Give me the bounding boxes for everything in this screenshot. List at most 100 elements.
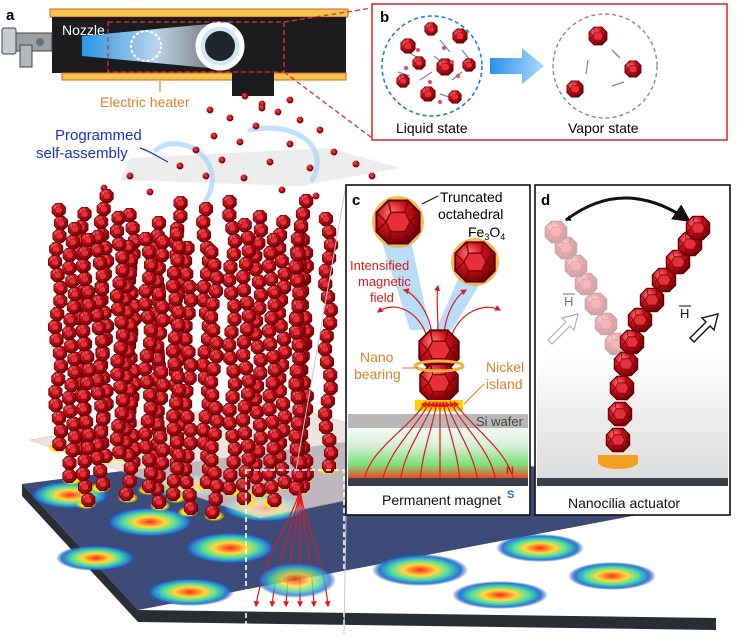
spray-droplet — [368, 172, 376, 180]
pillar-particle — [52, 228, 67, 244]
pillar-particle — [183, 292, 199, 308]
pillar-particle — [80, 349, 95, 365]
pillar-particle — [114, 314, 129, 330]
pillar-particle — [267, 297, 282, 313]
cilium-particle — [619, 329, 645, 355]
pillar-particle — [166, 486, 181, 502]
pillar-particle — [95, 281, 110, 297]
si-wafer-label: Si wafer — [476, 414, 524, 429]
actuation-arc-arrow — [565, 196, 691, 223]
field-arrow-left — [547, 313, 579, 345]
heater-label: Electric heater — [100, 94, 190, 110]
pillar-particle — [143, 322, 158, 338]
pillar-particle — [62, 260, 77, 276]
pillar-particle — [265, 414, 280, 430]
pillar-particle — [76, 388, 91, 404]
pillar-particle — [318, 419, 334, 435]
pillar-particle — [169, 395, 184, 411]
pillar-particle — [225, 428, 240, 444]
pillar-particle — [204, 452, 219, 468]
actuator-caption: Nanocilia actuator — [568, 495, 680, 511]
pillar-particle — [236, 490, 251, 506]
assembly-streams — [153, 125, 320, 203]
panel-d-letter: d — [541, 192, 550, 209]
pillar-particle — [226, 246, 241, 262]
pillar-particle — [96, 201, 111, 217]
pillar-particle — [138, 439, 153, 455]
pillar-particle — [137, 361, 153, 377]
pillar-particle — [222, 194, 237, 210]
magnet-field-lines — [363, 400, 515, 483]
pillar-particle — [65, 273, 80, 289]
central-pillar-particle — [292, 350, 308, 366]
assembly-label-line2: self-assembly — [36, 145, 128, 162]
pillar-particle — [276, 396, 291, 412]
pillar-particle — [321, 289, 336, 305]
pillar-particle — [252, 482, 267, 498]
pillar-particle — [236, 347, 251, 363]
pillar-particle — [179, 266, 194, 282]
pillar-particle — [62, 390, 77, 406]
pillar-particle — [262, 323, 277, 339]
pillar-particle — [138, 283, 153, 299]
pillar-particle — [319, 328, 334, 344]
pillar-particle — [143, 257, 159, 273]
pillar-particle — [252, 209, 267, 225]
pillar-particle — [206, 361, 221, 377]
pillar-particle — [154, 455, 169, 471]
pillar-particle — [209, 478, 224, 494]
pillar-particle — [154, 364, 169, 380]
pillar-particle — [155, 247, 170, 263]
pillar-particle — [112, 444, 127, 460]
pillar-particle — [241, 243, 256, 259]
spray-droplet — [312, 192, 320, 200]
pillar-particle — [183, 357, 198, 373]
pillar-particle — [77, 206, 92, 222]
pillar-particle — [322, 224, 337, 240]
cilium-particle — [685, 215, 711, 241]
central-pillar-particle — [288, 376, 304, 392]
zoom-line-b-top — [283, 7, 373, 23]
pillar-particle — [209, 413, 225, 429]
pillar-particle — [64, 338, 79, 354]
assembly-leader — [139, 147, 169, 163]
pillar-particle — [95, 333, 110, 349]
liquid-state-label: Liquid state — [396, 120, 468, 136]
pillar-particle — [241, 373, 256, 389]
central-pillar-particle — [289, 363, 305, 379]
cilium-particle — [609, 375, 635, 401]
pillar-particle — [113, 379, 128, 395]
panel-c-letter: c — [352, 192, 360, 209]
spray-droplet — [296, 116, 304, 124]
pillar-particle — [95, 268, 110, 284]
pillar-particle — [253, 222, 268, 238]
pillar-particle — [240, 295, 255, 311]
pillar-particle — [47, 319, 63, 335]
cilium-base-pad-side — [598, 455, 638, 463]
pillar-particle — [250, 339, 265, 355]
pillar-particle — [95, 346, 110, 362]
assembly-label-line1: Programmed — [55, 127, 142, 144]
island-label-line1: Nickel — [486, 359, 524, 375]
spray-droplet — [176, 162, 184, 170]
zoom-line-c-bottom — [343, 513, 347, 635]
pillar-particle — [227, 441, 242, 457]
pillar-particle — [48, 254, 63, 270]
pillar-particle — [142, 244, 157, 260]
pillar-particle — [295, 206, 311, 222]
central-pillar-particle — [288, 259, 304, 275]
pillar-particle — [77, 245, 92, 261]
pillar-particle — [221, 272, 237, 288]
field-label-line1: Intensified — [350, 258, 409, 273]
pillar-particle — [79, 414, 94, 430]
pillar-particle — [266, 349, 281, 365]
pillar-particle — [81, 427, 96, 443]
pillar-particle — [143, 335, 158, 351]
pillar-particle — [93, 463, 108, 479]
pillar-particle — [181, 344, 196, 360]
central-pillar-particle — [291, 337, 307, 353]
pillar-particle — [262, 388, 277, 404]
pillar-particle — [155, 312, 170, 328]
liquid-solvent-dots — [404, 46, 460, 104]
